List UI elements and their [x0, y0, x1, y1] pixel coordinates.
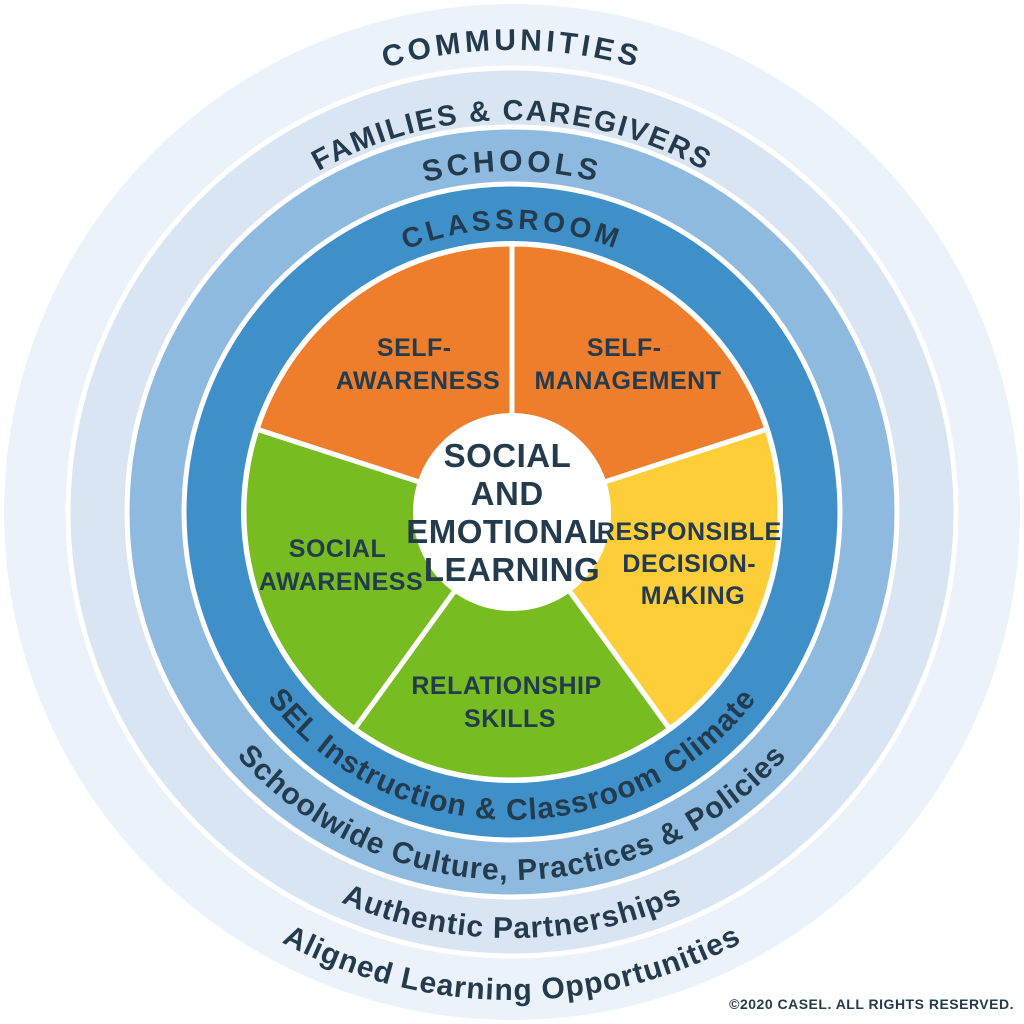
label-rdm-line1: RESPONSIBLE	[597, 518, 782, 546]
label-self-management-line1: SELF-	[587, 334, 662, 362]
wedge-relationship-skills	[352, 509, 672, 783]
label-social-awareness: SOCIAL AWARENESS	[259, 535, 423, 596]
center-label-line2: AND	[471, 475, 544, 512]
label-self-awareness-line2: AWARENESS	[336, 367, 500, 395]
label-rdm-line2: DECISION-	[622, 550, 756, 578]
label-rdm-line3: MAKING	[641, 582, 745, 610]
center-label-line3: EMOTIONAL	[406, 513, 608, 550]
center-circle	[413, 413, 611, 611]
center-label: SOCIAL AND EMOTIONAL LEARNING	[406, 437, 618, 588]
label-self-awareness-line1: SELF-	[377, 334, 452, 362]
label-self-management-line2: MANAGEMENT	[535, 367, 722, 395]
center-label-line4: LEARNING	[424, 551, 600, 588]
center-label-line1: SOCIAL	[444, 437, 571, 474]
label-relationship-line2: SKILLS	[464, 705, 556, 733]
label-relationship-line1: RELATIONSHIP	[411, 672, 601, 700]
label-responsible-decision-making: RESPONSIBLE DECISION- MAKING	[597, 518, 789, 610]
copyright-text: ©2020 CASEL. ALL RIGHTS RESERVED.	[729, 996, 1014, 1012]
label-social-awareness-line1: SOCIAL	[289, 535, 386, 563]
label-relationship-skills: RELATIONSHIP SKILLS	[411, 672, 608, 733]
label-self-awareness: SELF- AWARENESS	[336, 334, 500, 395]
label-social-awareness-line2: AWARENESS	[259, 568, 423, 596]
label-self-management: SELF- MANAGEMENT	[535, 334, 722, 395]
